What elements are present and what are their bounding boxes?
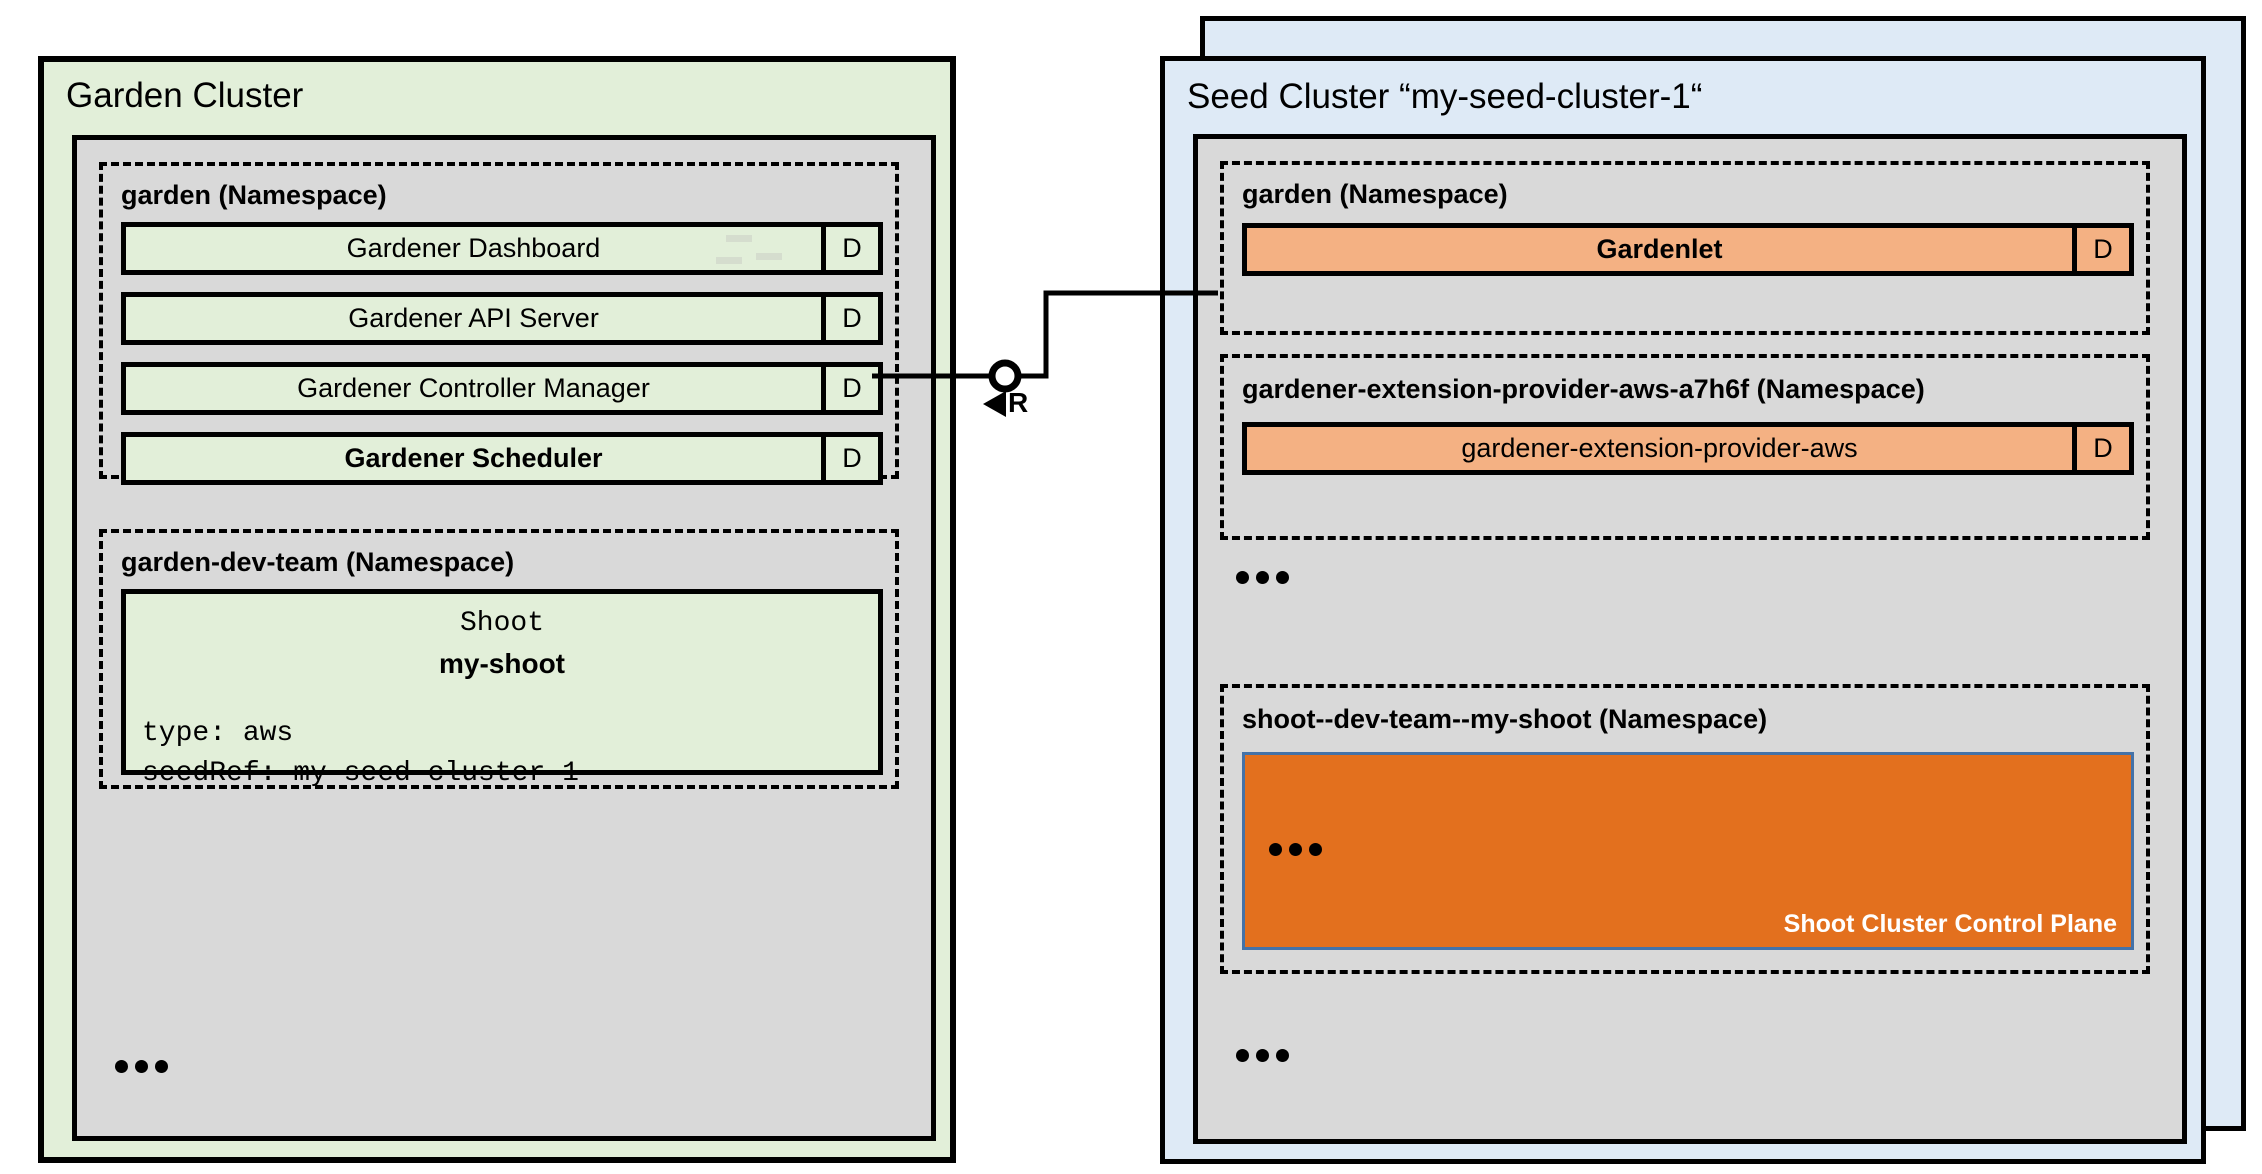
shoot-spec-line-type: type: aws	[142, 718, 294, 749]
shoot-resource-card[interactable]: Shoot my-shoot type: aws seedRef: my-see…	[121, 589, 883, 789]
dot	[1269, 843, 1282, 856]
namespace-garden-dev-team-label: garden-dev-team (Namespace)	[121, 547, 515, 577]
render-artifact	[756, 253, 782, 260]
namespace-shoot-dev-team-my-shoot-label: shoot--dev-team--my-shoot (Namespace)	[1242, 704, 1768, 734]
seed-cluster-container: Seed Cluster “my-seed-cluster-1“ garden …	[1160, 56, 2206, 1164]
shoot-cluster-control-plane[interactable]: Shoot Cluster Control Plane	[1242, 752, 2134, 950]
component-gardenlet[interactable]: Gardenlet D	[1242, 223, 2134, 276]
shoot-resource-kind: Shoot	[459, 608, 544, 639]
component-label: Gardener Scheduler	[126, 437, 821, 480]
dot	[1309, 843, 1322, 856]
component-label: Gardenlet	[1247, 228, 2072, 271]
seed-cluster-body: garden (Namespace) Gardenlet D gardener-…	[1193, 134, 2187, 1144]
garden-cluster-body: garden (Namespace) Gardener Dashboard D …	[72, 135, 936, 1141]
control-plane-more-indicator	[1269, 843, 1322, 856]
garden-cluster-title: Garden Cluster	[66, 76, 304, 115]
dot	[135, 1060, 148, 1073]
component-label: Gardener Dashboard	[126, 227, 821, 270]
component-gardener-scheduler[interactable]: Gardener Scheduler D	[121, 432, 883, 485]
dot	[1256, 1049, 1269, 1062]
dot	[1276, 1049, 1289, 1062]
dot	[1236, 1049, 1249, 1062]
connector-label: R	[1008, 387, 1028, 418]
component-kind-badge: D	[821, 297, 878, 340]
namespace-gardener-extension-provider-aws-label: gardener-extension-provider-aws-a7h6f (N…	[1242, 374, 1925, 404]
dot	[1236, 571, 1249, 584]
component-kind-badge: D	[821, 437, 878, 480]
namespace-seed-garden: garden (Namespace) Gardenlet D	[1220, 161, 2150, 335]
dot	[155, 1060, 168, 1073]
component-kind-badge: D	[2072, 228, 2129, 271]
component-label: gardener-extension-provider-aws	[1247, 427, 2072, 470]
dot	[1289, 843, 1302, 856]
component-label: Gardener API Server	[126, 297, 821, 340]
render-artifact	[726, 235, 752, 242]
render-artifact	[716, 257, 742, 264]
namespace-shoot-dev-team-my-shoot: shoot--dev-team--my-shoot (Namespace) Sh…	[1220, 684, 2150, 974]
namespace-garden-label: garden (Namespace)	[121, 180, 387, 210]
namespace-garden: garden (Namespace) Gardener Dashboard D …	[99, 162, 899, 485]
shoot-spec-line-seedref: seedRef: my-seed-cluster-1	[142, 758, 579, 789]
garden-cluster-more-indicator	[115, 1060, 168, 1073]
seed-cluster-more-indicator-middle	[1236, 571, 1289, 584]
component-kind-badge: D	[821, 367, 878, 410]
component-label: Gardener Controller Manager	[126, 367, 821, 410]
dot	[1276, 571, 1289, 584]
seed-cluster-more-indicator-bottom	[1236, 1049, 1289, 1062]
component-kind-badge: D	[2072, 427, 2129, 470]
control-plane-label: Shoot Cluster Control Plane	[1783, 910, 2117, 938]
dot	[1256, 571, 1269, 584]
seed-cluster-title: Seed Cluster “my-seed-cluster-1“	[1187, 77, 1703, 116]
component-gardener-controller-manager[interactable]: Gardener Controller Manager D	[121, 362, 883, 415]
namespace-gardener-extension-provider-aws: gardener-extension-provider-aws-a7h6f (N…	[1220, 354, 2150, 540]
component-gardener-extension-provider-aws[interactable]: gardener-extension-provider-aws D	[1242, 422, 2134, 475]
component-gardener-api-server[interactable]: Gardener API Server D	[121, 292, 883, 345]
component-gardener-dashboard[interactable]: Gardener Dashboard D	[121, 222, 883, 275]
namespace-seed-garden-label: garden (Namespace)	[1242, 179, 1508, 209]
component-kind-badge: D	[821, 227, 878, 270]
dot	[115, 1060, 128, 1073]
shoot-resource-name: my-shoot	[439, 648, 565, 679]
namespace-garden-dev-team: garden-dev-team (Namespace) Shoot my-sho…	[99, 529, 899, 789]
garden-cluster-container: Garden Cluster garden (Namespace) Garden…	[38, 56, 956, 1163]
